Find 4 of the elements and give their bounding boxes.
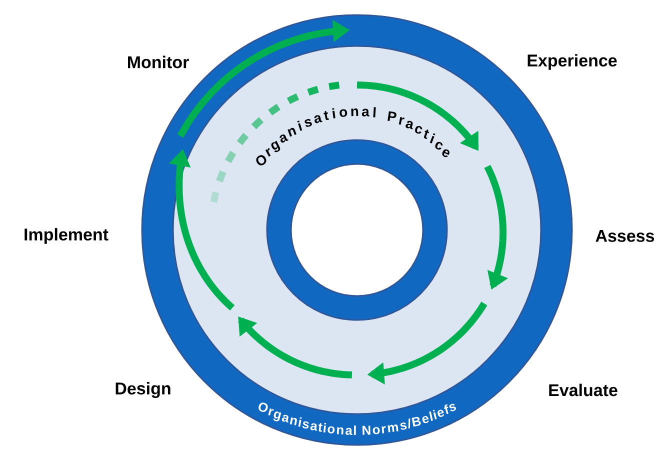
stage-label: Evaluate (549, 384, 618, 396)
stage-label: Assess (596, 230, 654, 242)
stage-label: Design (116, 382, 170, 398)
stage-label: Implement (24, 228, 108, 244)
